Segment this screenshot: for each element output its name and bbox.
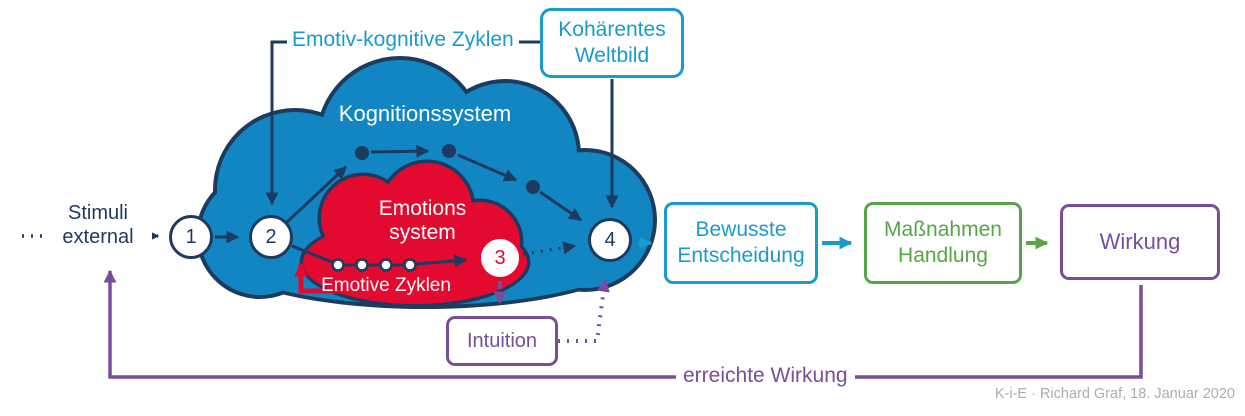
arrow-node1-to-node2	[370, 144, 430, 158]
intuition-box: Intuition	[446, 316, 558, 366]
arrow-node2-to-node3	[457, 153, 518, 182]
emotiv-kognitive-zyklen-label: Emotiv-kognitive Zyklen	[287, 28, 519, 52]
stage-circle-4: 4	[588, 218, 632, 262]
cognition-path-nodes	[355, 144, 540, 194]
feedback-loop-line	[103, 269, 1143, 379]
kohaerentes-weltbild-box: Kohärentes Weltbild	[540, 8, 684, 78]
emotion-cloud	[303, 163, 527, 304]
massnahmen-handlung-box: Maßnahmen Handlung	[864, 202, 1022, 284]
arrow-node3-to-stage4	[539, 190, 583, 222]
wirkung-box: Wirkung	[1060, 204, 1220, 280]
bewusste-entscheidung-box: Bewusste Entscheidung	[664, 202, 818, 284]
emotive-cycle-loop-arrow	[294, 262, 471, 294]
stage-circle-3: 3	[478, 236, 522, 280]
emotionssystem-label: Emotions system	[378, 197, 467, 245]
line-stage2-to-emotive-chain	[291, 244, 333, 264]
erreichte-wirkung-label: erreichte Wirkung	[676, 363, 855, 389]
watermark-credit: K-i-E · Richard Graf, 18. Januar 2020	[994, 386, 1235, 402]
stage-circle-2: 2	[249, 215, 293, 259]
emotive-path-nodes	[331, 258, 417, 272]
arrow-stage2-to-node1	[285, 165, 348, 224]
arrow-chain-to-stage3	[415, 254, 468, 268]
stimuli-external-label: Stimuli external	[44, 202, 152, 250]
kognitionssystem-label: Kognitionssystem	[338, 101, 512, 126]
stage-circle-1: 1	[169, 215, 213, 259]
emotive-zyklen-label: Emotive Zyklen	[321, 275, 451, 296]
